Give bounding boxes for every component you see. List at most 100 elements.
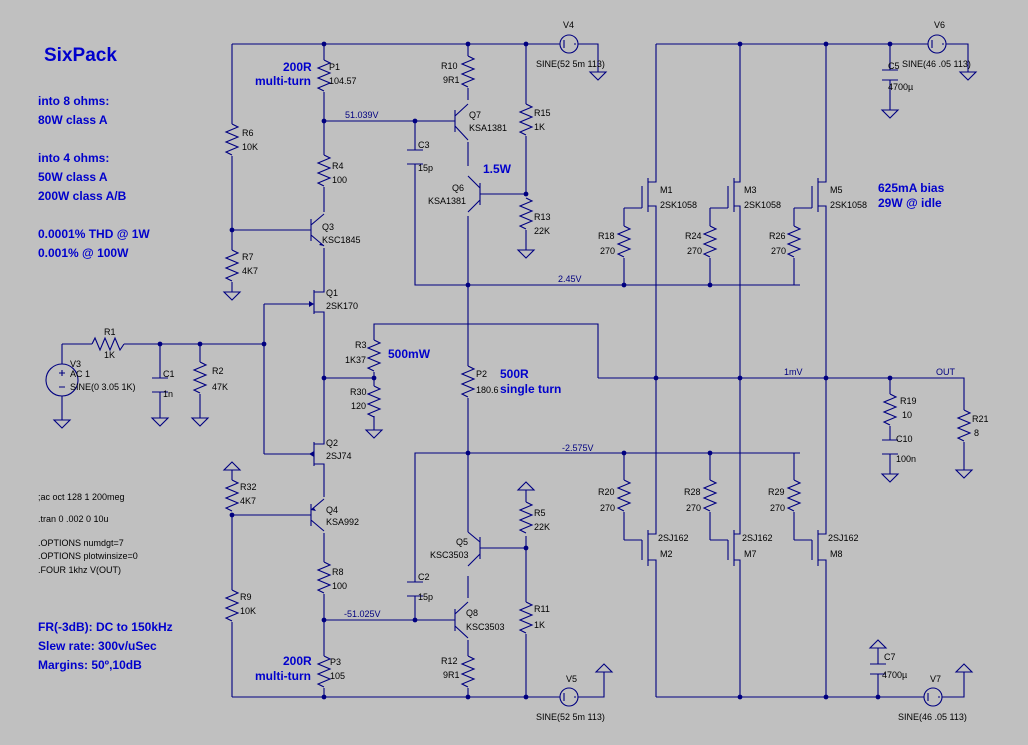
transistor-q8 [446,601,469,639]
capacitor-c7 [870,663,886,675]
directive: .OPTIONS numdgt=7 [38,538,124,548]
part-value: 2SJ162 [658,533,689,543]
part-value: 270 [600,246,615,256]
part-value: 2SK1058 [744,200,781,210]
resistor-r21 [956,409,972,442]
part-ref: M1 [660,185,673,195]
part-value: KSC3503 [466,622,505,632]
part-value: 2SJ74 [326,451,352,461]
part-ref: C2 [418,572,430,582]
resistor-r13 [518,197,534,230]
design-annotations: 200R multi-turn 1.5W 500mW 500R single t… [255,60,945,683]
part-ref: M3 [744,185,757,195]
resistor-r18 [616,225,632,258]
part-ref: M7 [744,549,757,559]
node-labels: 51.039V 2.45V 1mV OUT -2.575V -51.025V [344,110,956,619]
spec-line: 0.001% @ 100W [38,246,129,260]
resistor-p2 [460,365,476,398]
mosfet-m7 [727,528,741,566]
part-value: 1K [534,620,545,630]
source-v6 [927,34,947,54]
output-node-label: OUT [936,367,956,377]
resistor-p1 [316,59,332,92]
capacitor-c2 [407,581,423,597]
part-ref: R26 [769,231,786,241]
part-ref: R7 [242,252,254,262]
part-value: 180.6 [476,385,499,395]
part-value: 105 [330,671,345,681]
component-labels: P1 104.57 R6 10K R4 100 Q3 KSC1845 R7 4K… [70,20,989,722]
part-value: 22K [534,522,550,532]
resistor-r2 [192,361,208,394]
annotation: 500R [500,367,529,381]
capacitor-c3 [407,149,423,165]
resistor-r19 [882,393,898,426]
specs-block: into 8 ohms: 80W class A into 4 ohms: 50… [38,94,150,260]
part-value: AC 1 [70,369,90,379]
annotation: single turn [500,382,561,396]
part-value: 120 [351,401,366,411]
resistor-r9 [224,589,240,622]
resistor-p3 [316,655,332,688]
resistor-r11 [518,601,534,634]
part-value: 1K [534,122,545,132]
capacitor-c10 [882,439,898,455]
transistor-q4 [302,498,325,532]
part-ref: R18 [598,231,615,241]
part-ref: P1 [329,62,340,72]
part-ref: R21 [972,414,989,424]
part-ref: R15 [534,108,551,118]
spec-line: 80W class A [38,113,108,127]
annotation: 29W @ idle [878,196,942,210]
part-value: KSC1845 [322,235,361,245]
part-ref: R24 [685,231,702,241]
part-value: 47K [212,382,228,392]
part-ref: V4 [563,20,574,30]
transistor-symbols [302,103,827,639]
part-value: SINE(46 .05 113) [898,712,967,722]
source-v3 [45,363,79,397]
part-ref: R4 [332,161,344,171]
part-ref: R32 [240,482,257,492]
resistor-r28 [702,479,718,512]
part-value: 100 [332,175,347,185]
part-ref: R1 [104,327,116,337]
part-value: 104.57 [329,76,357,86]
part-ref: Q4 [326,505,338,515]
part-ref: Q1 [326,288,338,298]
part-value: 10 [902,410,912,420]
part-ref: R3 [355,340,367,350]
spice-directives: ;ac oct 128 1 200meg .tran 0 .002 0 10u … [38,492,138,575]
resistor-r10 [460,55,476,88]
directive: .tran 0 .002 0 10u [38,514,109,524]
resistor-r7 [224,249,240,282]
part-value: 4K7 [242,266,258,276]
resistor-r6 [224,123,240,156]
resistor-r1 [91,336,125,352]
part-value: 4700µ [882,670,907,680]
part-value: 15p [418,163,433,173]
part-ref: R20 [598,487,615,497]
part-value: 270 [771,246,786,256]
transistor-q7 [446,103,469,141]
part-value: 1K37 [345,355,366,365]
part-value: 4K7 [240,496,256,506]
part-value: 10K [240,606,256,616]
voltage-sources [45,34,947,707]
annotation: 625mA bias [878,181,945,195]
part-ref: R19 [900,396,917,406]
part-ref: Q2 [326,438,338,448]
capacitor-c5 [882,69,898,81]
part-ref: R29 [768,487,785,497]
part-ref: V3 [70,359,81,369]
resistor-r29 [786,479,802,512]
part-ref: M5 [830,185,843,195]
part-value: 2SK1058 [660,200,697,210]
resistor-r3 [366,339,382,372]
part-ref: R5 [534,508,546,518]
spec-line: into 8 ohms: [38,94,109,108]
part-ref: P3 [330,657,341,667]
part-ref: R2 [212,366,224,376]
spec-line: into 4 ohms: [38,151,109,165]
part-ref: P2 [476,369,487,379]
